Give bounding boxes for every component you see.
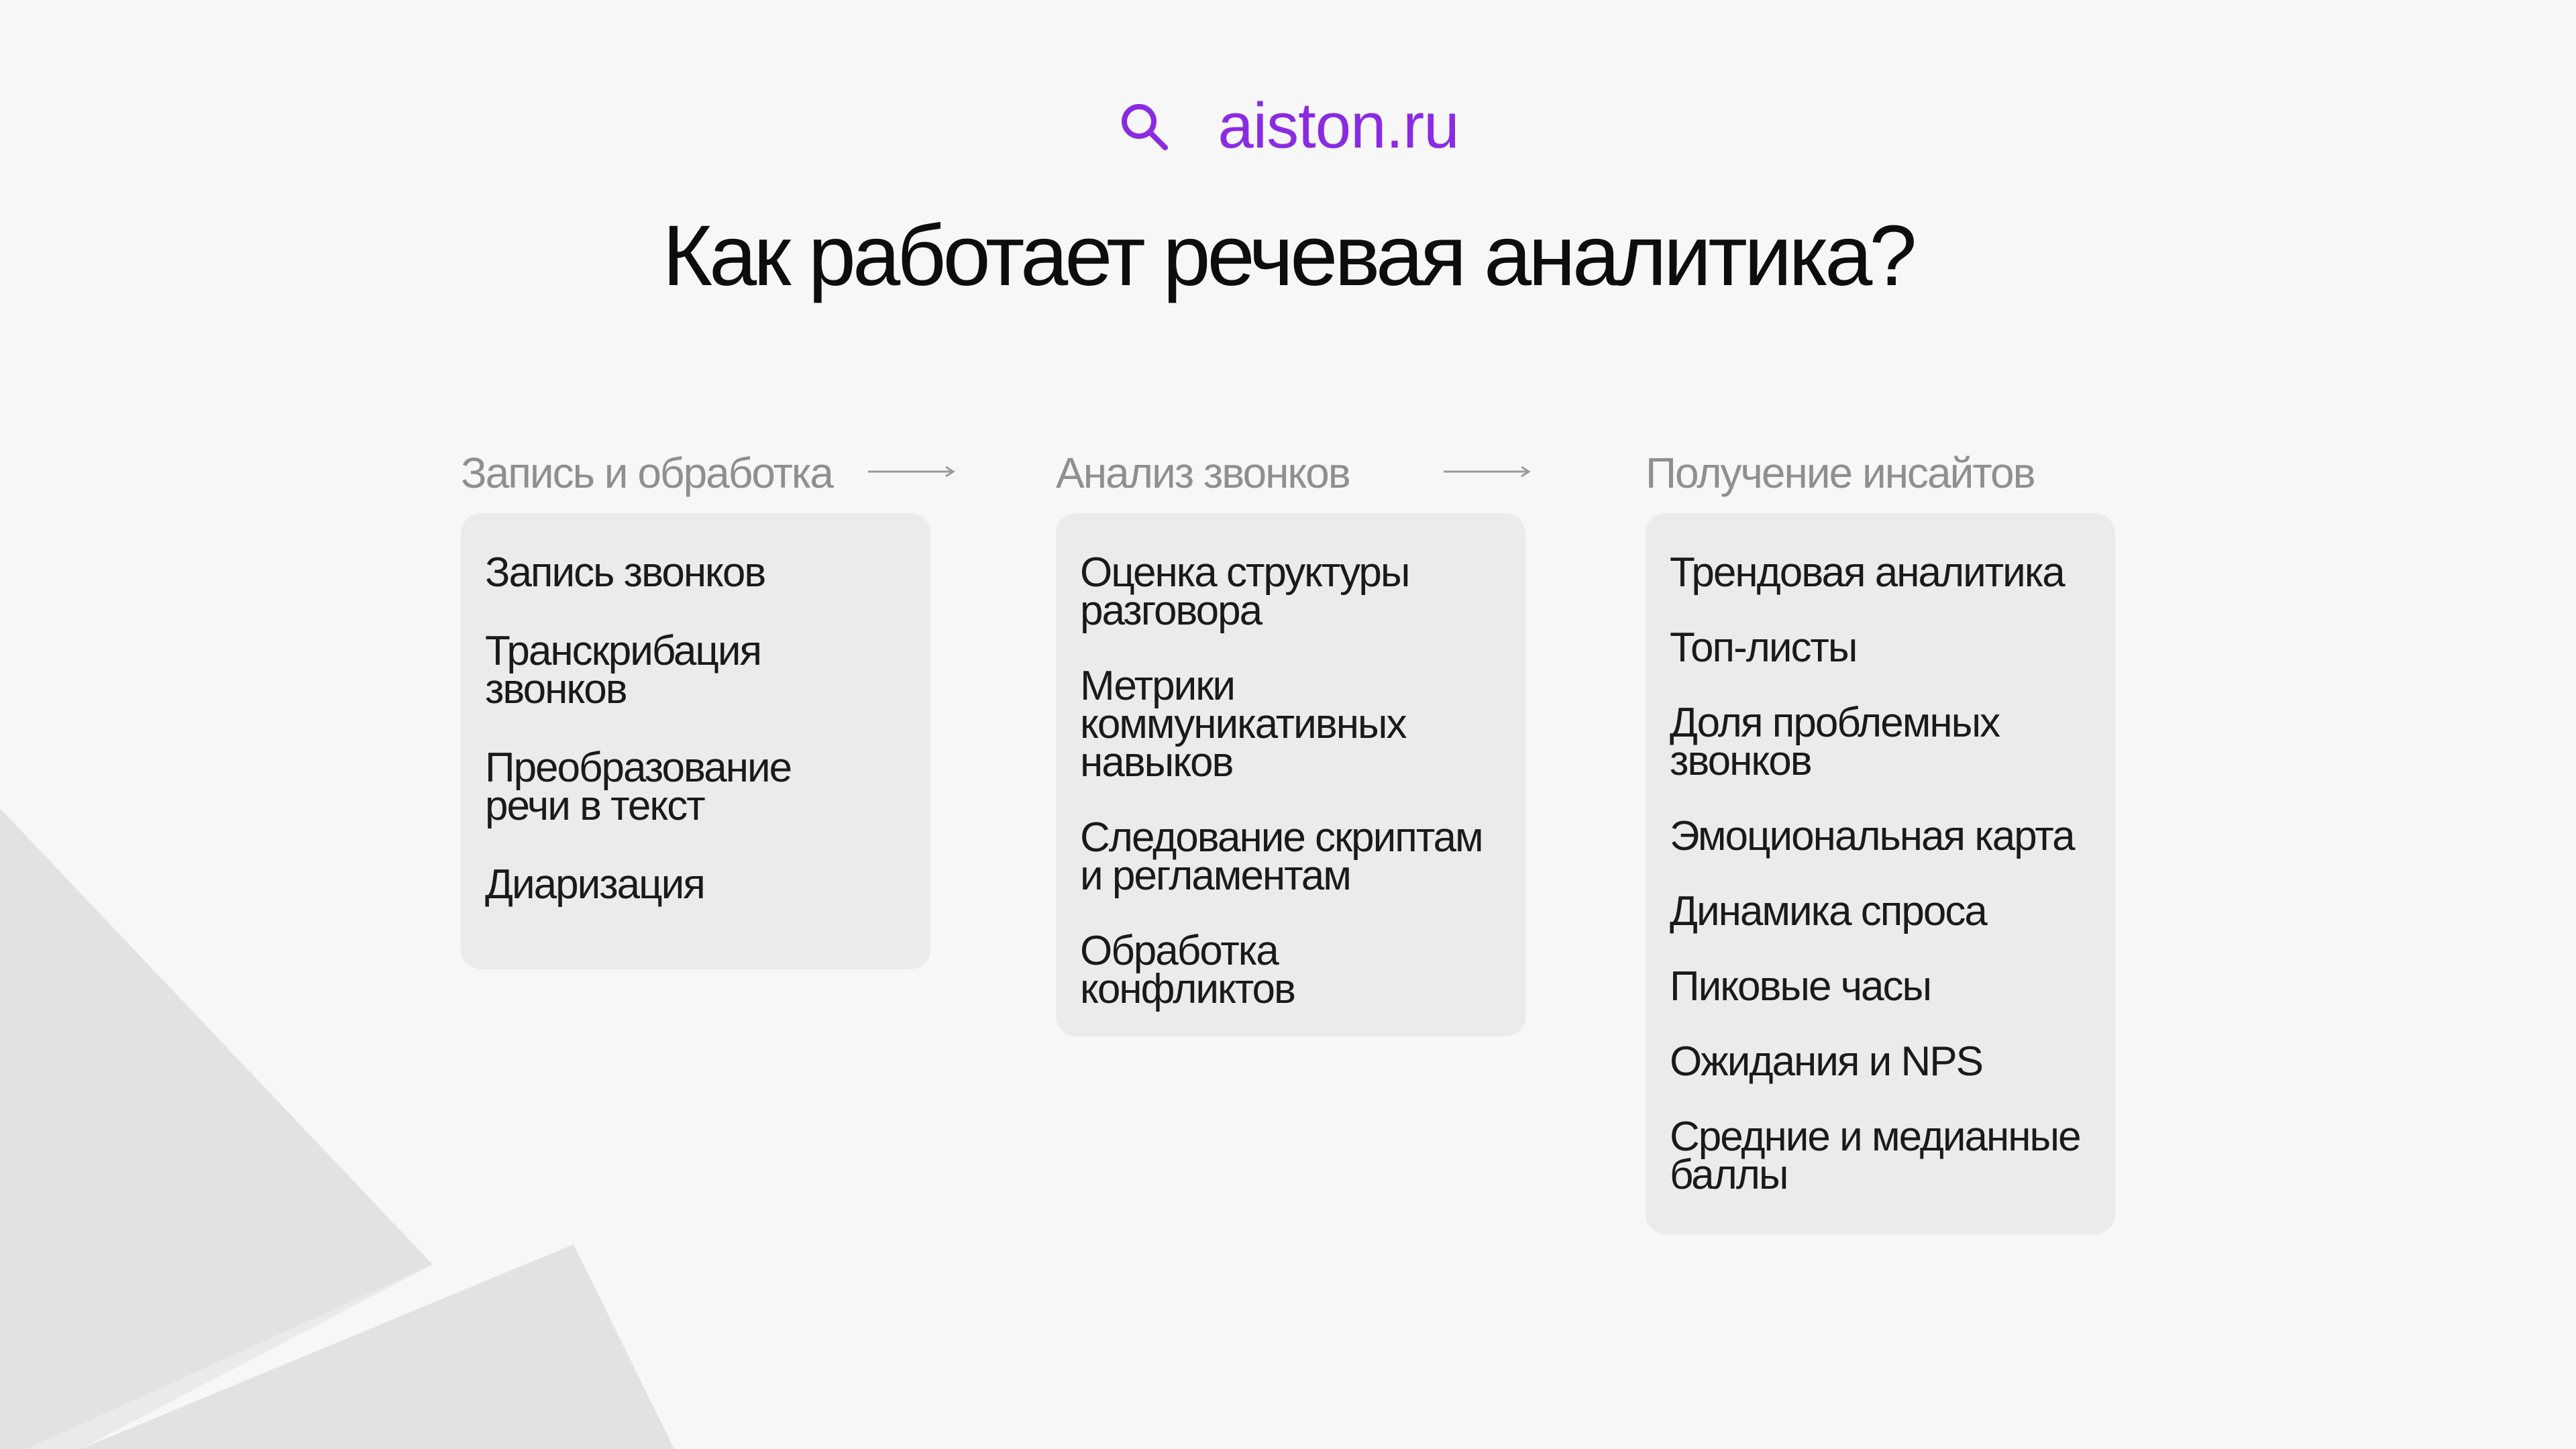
list-item: Топ-листы <box>1670 625 1858 671</box>
list-item: Ожидания и NPS <box>1670 1038 1984 1085</box>
brand-header: aiston.ru <box>0 94 2576 158</box>
column-recording: Запись и обработка Запись звонков Транск… <box>461 443 955 969</box>
background-quad-shape <box>60 1244 674 1449</box>
column-header: Запись и обработка <box>461 443 834 503</box>
column-header: Анализ звонков <box>1056 443 1351 503</box>
card-insights: Трендовая аналитика Топ-листы Доля пробл… <box>1646 513 2115 1234</box>
card-analysis: Оценка структуры разговора Метрики комму… <box>1056 513 1525 1036</box>
list-item: Средние и медианные баллы <box>1670 1114 2082 1198</box>
search-icon <box>1122 104 1169 150</box>
arrow-right-icon <box>868 466 955 478</box>
list-item: Доля проблемных звонков <box>1670 700 2000 784</box>
column-analysis: Анализ звонков Оценка структуры разговор… <box>1056 443 1531 1036</box>
list-item: Метрики коммуникативных навыков <box>1080 663 1407 786</box>
column-heading: Получение инсайтов <box>1646 449 2036 497</box>
card-recording: Запись звонков Транскрибация звонков Пре… <box>461 513 930 969</box>
list-item: Трендовая аналитика <box>1670 549 2065 596</box>
list-item: Оценка структуры разговора <box>1080 549 1410 634</box>
column-insights: Получение инсайтов Трендовая аналитика Т… <box>1646 443 2115 1234</box>
column-header: Получение инсайтов <box>1646 443 2036 503</box>
page-title: Как работает речевая аналитика? <box>662 208 1917 304</box>
list-item: Запись звонков <box>485 549 766 596</box>
column-heading: Запись и обработка <box>461 449 834 497</box>
list-item: Следование скриптам и регламентам <box>1080 814 1484 899</box>
background-triangle-shape <box>0 808 433 1449</box>
list-item: Динамика спроса <box>1670 888 1988 934</box>
column-heading: Анализ звонков <box>1056 449 1351 497</box>
list-item: Эмоциональная карта <box>1670 813 2076 859</box>
list-item: Преобразование речи в текст <box>485 745 792 829</box>
arrow-right-icon <box>1444 466 1531 478</box>
brand-name[interactable]: aiston.ru <box>1218 90 1459 162</box>
background-quad-shape-lower <box>27 1265 433 1449</box>
list-item: Диаризация <box>485 861 706 908</box>
list-item: Транскрибация звонков <box>485 628 762 712</box>
list-item: Пиковые часы <box>1670 963 1932 1010</box>
list-item: Обработка конфликтов <box>1080 928 1296 1012</box>
